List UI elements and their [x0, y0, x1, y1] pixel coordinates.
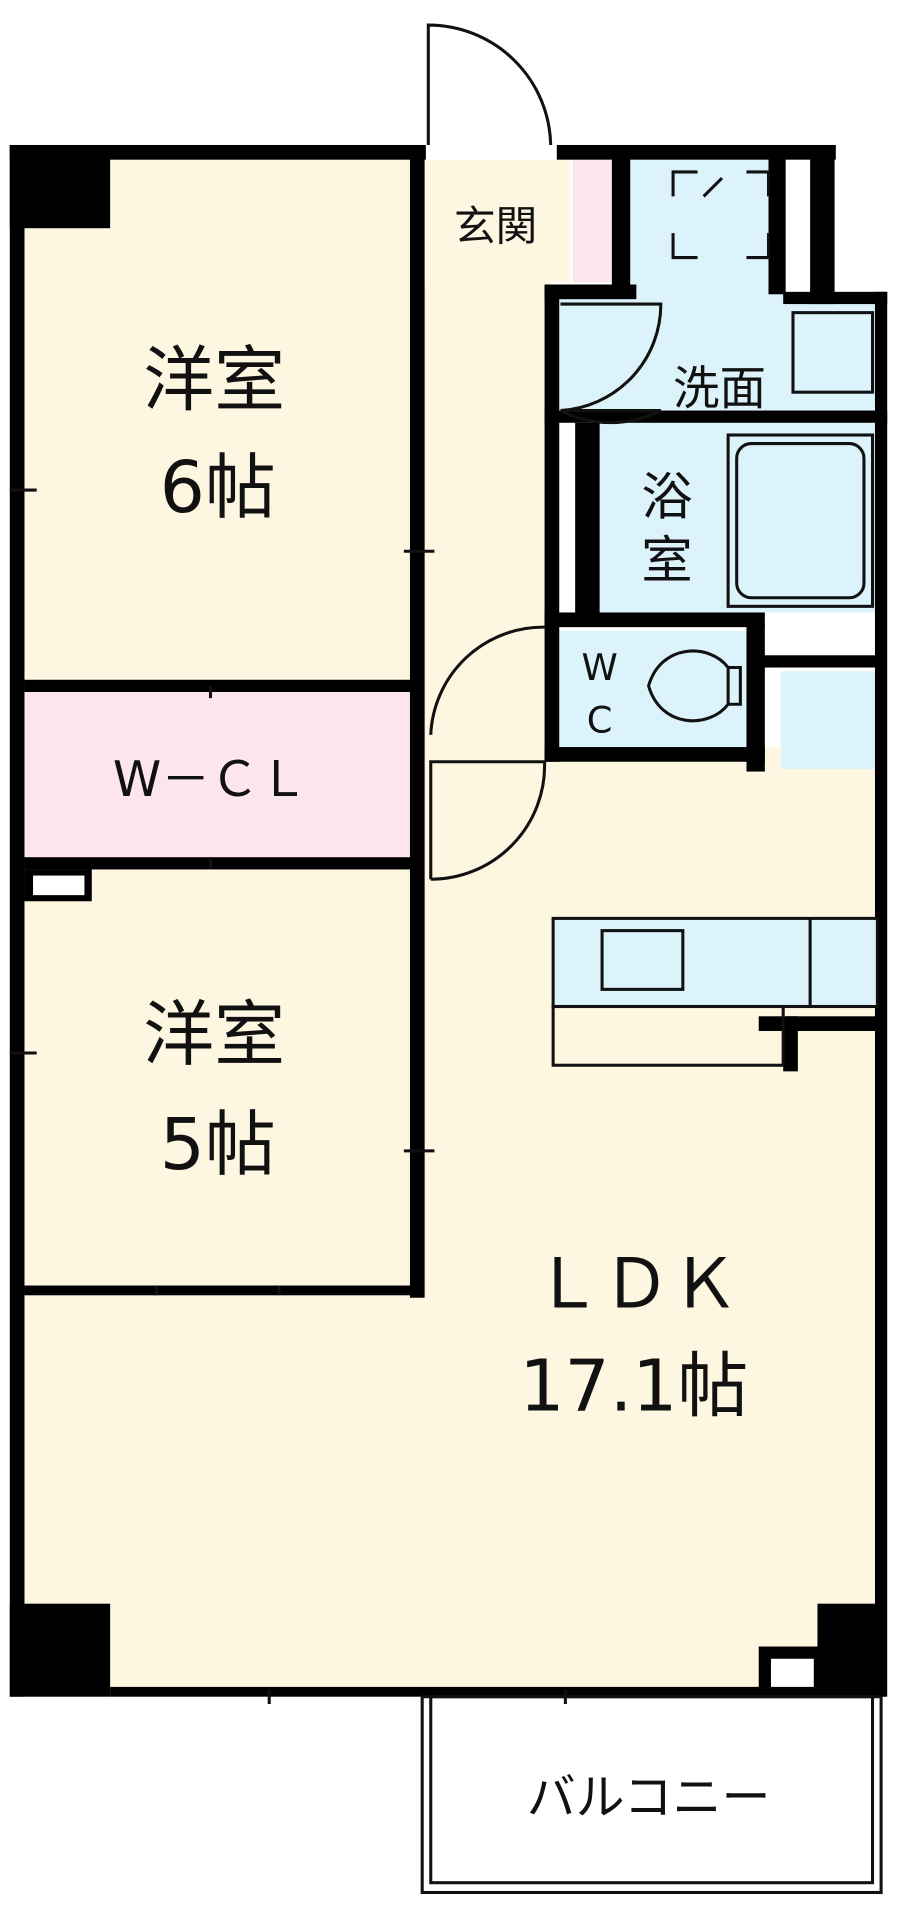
bathtub-inner — [735, 442, 866, 600]
storage-closet — [780, 671, 879, 770]
room-entrance — [425, 159, 571, 283]
entry-door-arc — [426, 23, 553, 146]
label-western-6-size: 6帖 — [160, 446, 276, 529]
bathtub — [726, 433, 875, 608]
label-wc-1: W — [581, 646, 617, 689]
toilet — [646, 649, 742, 723]
walls — [9, 144, 888, 1697]
label-wc-2: C — [587, 698, 613, 741]
label-bath-1: 浴 — [641, 468, 692, 528]
label-wcl: W－ＣＬ — [113, 751, 308, 808]
room-western-5 — [24, 866, 414, 1290]
label-bath-2: 室 — [641, 531, 692, 591]
balcony-outline — [420, 1695, 883, 1895]
wc-door-arc — [429, 625, 545, 735]
label-entrance: 玄関 — [454, 201, 537, 250]
hallway — [422, 282, 551, 772]
shoe-cabinet — [572, 159, 612, 283]
room-bath — [599, 422, 879, 613]
ldk-door-arc — [429, 760, 547, 881]
window-ticks — [9, 488, 567, 1705]
washroom-door-arc — [559, 302, 663, 425]
label-western-5-name: 洋室 — [143, 993, 285, 1076]
label-western-5-size: 5帖 — [160, 1103, 276, 1186]
label-western-6-name: 洋室 — [143, 338, 285, 421]
kitchen-lower — [551, 1004, 785, 1067]
room-wcl — [24, 692, 414, 859]
label-washroom: 洗面 — [673, 361, 766, 415]
room-ldk-lower — [24, 1295, 882, 1694]
room-wc — [556, 630, 747, 748]
fixtures — [9, 23, 883, 1895]
label-ldk-name: ＬＤＫ — [534, 1245, 740, 1325]
floors — [24, 159, 882, 1694]
room-washroom — [630, 159, 771, 301]
kitchen-sink — [600, 929, 685, 991]
room-western-6 — [24, 159, 414, 684]
label-ldk-size: 17.1帖 — [519, 1344, 748, 1427]
label-balcony: バルコニー — [527, 1769, 771, 1826]
washbasin — [791, 311, 875, 394]
washroom-closet-marks — [671, 170, 771, 260]
kitchen-counter — [551, 916, 879, 1009]
